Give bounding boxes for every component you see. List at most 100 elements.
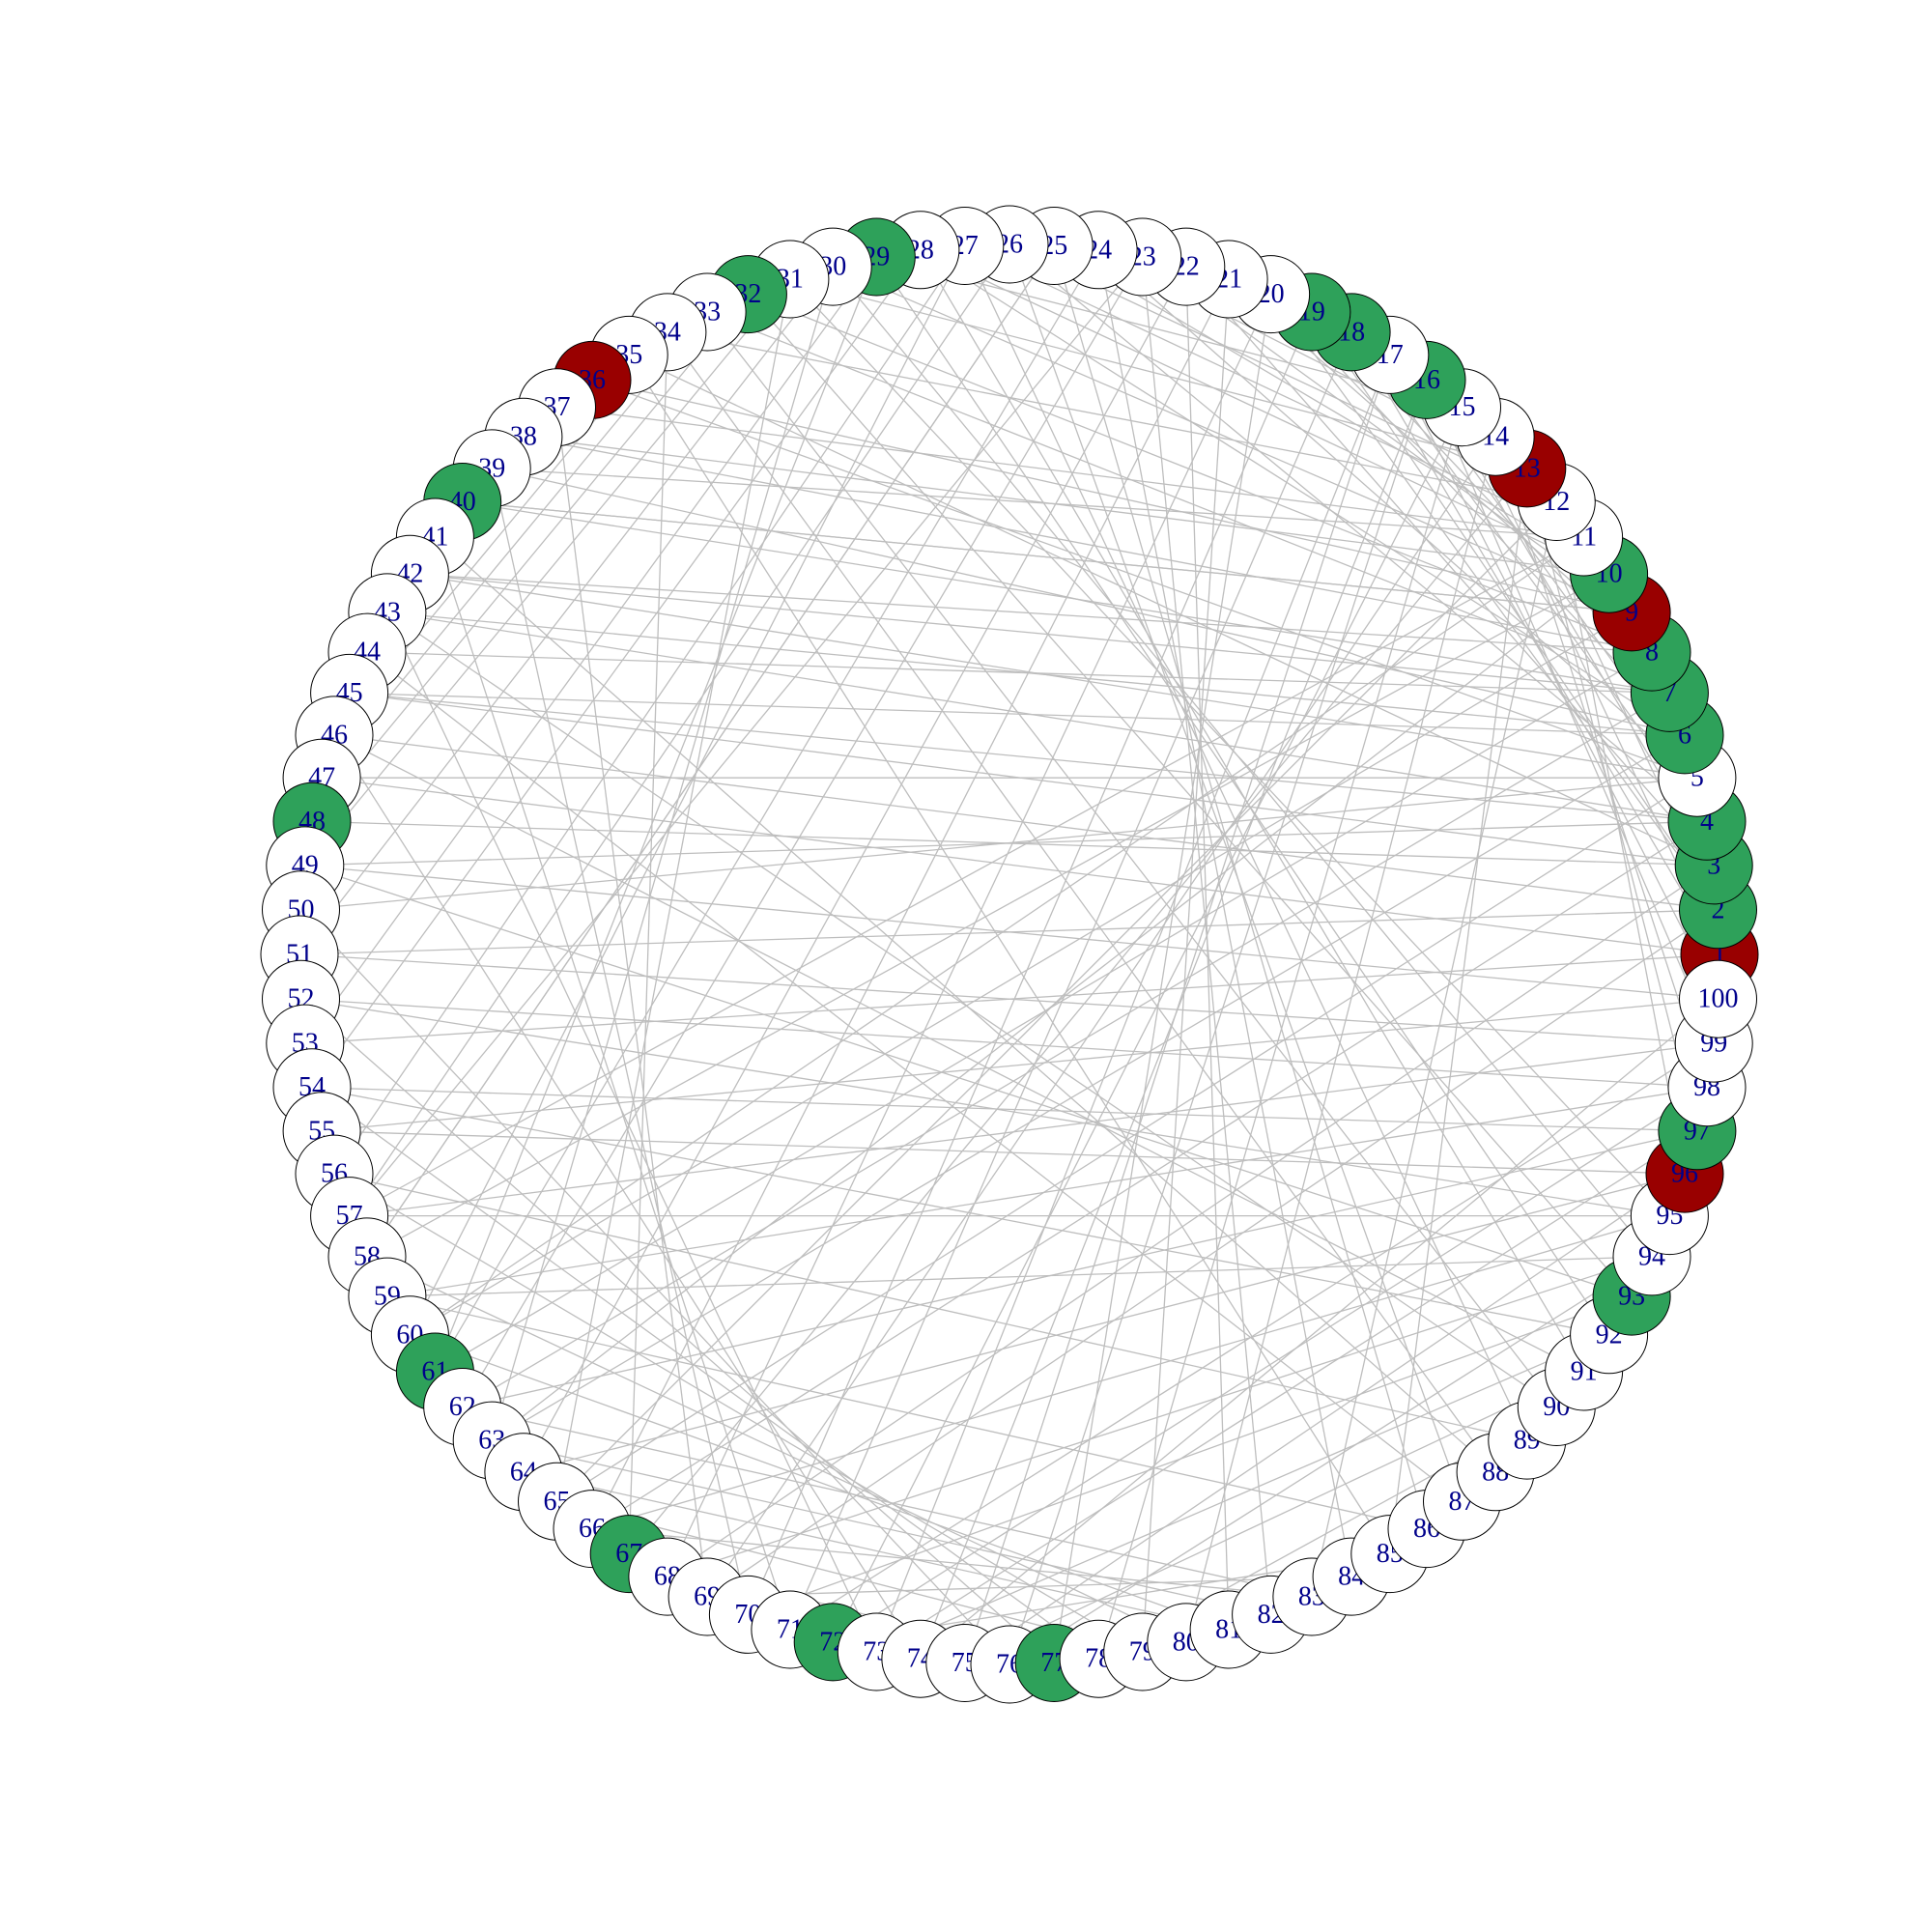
edge-61-29: [434, 256, 877, 1373]
edge-8-42: [410, 573, 1653, 653]
edge-96-64: [523, 1173, 1686, 1473]
edge-4-43: [386, 611, 1708, 822]
edge-69-2: [706, 909, 1719, 1598]
edge-32-48: [311, 294, 749, 822]
edge-74-100: [920, 998, 1719, 1660]
edge-9-36: [591, 379, 1633, 613]
edge-62-83: [462, 1406, 1313, 1598]
edge-11-37: [556, 407, 1584, 538]
edge-18-1: [1350, 331, 1720, 955]
edge-40-9: [462, 500, 1633, 613]
edge-97-54: [311, 1087, 1697, 1132]
edge-12-34: [667, 331, 1557, 503]
edge-21-66: [591, 278, 1230, 1529]
edge-60-27: [409, 245, 966, 1336]
edge-1-47: [322, 777, 1720, 955]
edge-39-11: [492, 468, 1584, 538]
edge-99-51: [298, 953, 1715, 1044]
edge-12-96: [1555, 501, 1686, 1175]
edge-17-73: [875, 355, 1391, 1653]
edge-29-53: [304, 256, 877, 1044]
edge-57-23: [349, 256, 1144, 1217]
edge-2-20: [1270, 294, 1719, 911]
edge-14-69: [706, 436, 1496, 1598]
edge-49-93: [304, 865, 1633, 1297]
edge-7-40: [462, 500, 1670, 695]
edge-96-55: [322, 1130, 1686, 1175]
edge-44-87: [366, 651, 1463, 1502]
edge-26-57: [349, 243, 1010, 1216]
edge-63-30: [491, 266, 834, 1441]
edge-20-68: [667, 294, 1272, 1577]
edge-68-3: [667, 865, 1715, 1577]
edge-98-59: [386, 1087, 1708, 1297]
edge-17-75: [964, 355, 1391, 1663]
edge-8-38: [523, 436, 1653, 653]
edge-76-50: [300, 909, 1010, 1665]
edge-84-69: [707, 1576, 1352, 1598]
edge-42-7: [410, 573, 1670, 695]
edge-24-84: [1097, 249, 1352, 1577]
edge-12-83: [1311, 501, 1557, 1598]
edge-10-28: [920, 249, 1609, 575]
edge-74-46: [333, 734, 922, 1660]
edge-33-90: [706, 311, 1557, 1407]
edge-67-34: [628, 331, 668, 1554]
edge-63-6: [491, 734, 1686, 1441]
edge-3-45: [349, 692, 1715, 867]
edge-5-36: [591, 379, 1698, 779]
edge-26-87: [1009, 243, 1463, 1502]
edge-24-61: [434, 249, 1099, 1373]
edge-16-99: [1426, 380, 1715, 1044]
edge-60-9: [410, 611, 1633, 1336]
edge-79-56: [333, 1173, 1144, 1653]
edge-22-64: [523, 266, 1187, 1473]
edge-32-93: [747, 294, 1633, 1297]
edge-30-51: [298, 266, 834, 955]
edge-5-42: [410, 573, 1698, 779]
edge-6-39: [492, 468, 1686, 736]
edge-56-89: [333, 1173, 1527, 1441]
edge-13-97: [1526, 468, 1698, 1131]
edge-73-43: [386, 611, 877, 1653]
edge-14-80: [1185, 437, 1496, 1643]
edge-52-95: [300, 998, 1670, 1217]
edge-91-75: [964, 1371, 1584, 1664]
edge-92-73: [876, 1334, 1609, 1653]
edge-12-65: [556, 501, 1557, 1502]
edge-2-46: [333, 734, 1719, 911]
edge-13-85: [1389, 468, 1528, 1554]
edge-28-54: [311, 249, 922, 1089]
node-circle: [1679, 959, 1757, 1038]
edge-71-41: [434, 536, 791, 1631]
edge-29-92: [875, 256, 1610, 1336]
edge-83-66: [591, 1527, 1312, 1598]
edge-20-77: [1053, 294, 1272, 1663]
edge-35-85: [628, 355, 1391, 1554]
edge-3-35: [628, 354, 1715, 867]
edge-13-67: [628, 468, 1528, 1555]
edge-100-55: [322, 998, 1719, 1132]
edge-81-60: [410, 1334, 1230, 1631]
edge-3-22: [1185, 266, 1715, 867]
node-layer: 1234567891011121314151617181920212223242…: [260, 205, 1759, 1704]
edge-19-70: [747, 311, 1313, 1615]
edge-43-90: [386, 611, 1557, 1408]
edge-25-58: [366, 245, 1055, 1258]
edge-80-58: [366, 1256, 1187, 1643]
node-100: 100: [1679, 959, 1757, 1038]
edge-6-45: [349, 692, 1686, 736]
edge-18-71: [789, 331, 1352, 1631]
edge-15-78: [1097, 407, 1463, 1660]
edge-100-49: [304, 865, 1719, 1000]
edge-45-4: [349, 692, 1708, 822]
edge-57-11: [349, 536, 1584, 1217]
edge-31-95: [789, 278, 1670, 1217]
edge-23-82: [1142, 256, 1272, 1615]
edge-34-88: [667, 331, 1496, 1473]
edge-59-86: [386, 1295, 1428, 1530]
edge-10-38: [523, 436, 1609, 575]
edge-75-96: [964, 1173, 1686, 1664]
edge-70-39: [491, 468, 750, 1615]
